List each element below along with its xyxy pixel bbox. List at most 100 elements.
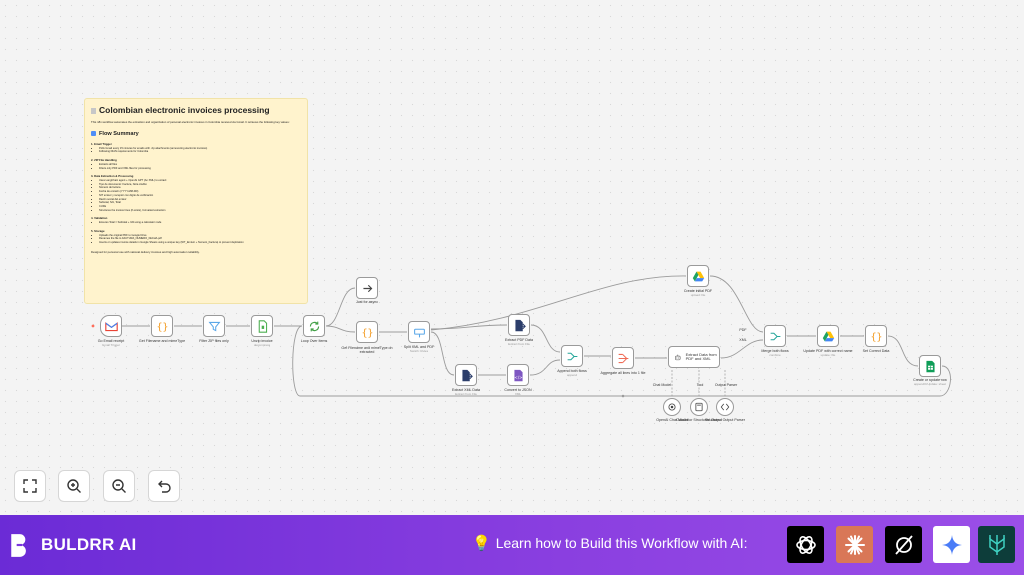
get-filename-extracted-node-label: Get Filename and mimeType on extracted: [341, 346, 393, 355]
note-section-list: Uses LangChain agent + OpenAI GPT (An XM…: [91, 179, 301, 212]
merge-icon: [770, 332, 780, 340]
gmail-trigger-node[interactable]: [100, 315, 122, 337]
note-list-item: Ensures Total = Subtotal + IVA using a c…: [99, 221, 301, 225]
chatgpt-button[interactable]: [787, 526, 824, 563]
aggregate-node-label: Aggregate all lines into 1 file: [600, 371, 646, 375]
set-data-node-label: Set Correct Data: [862, 349, 890, 353]
sheets-node[interactable]: [919, 355, 941, 377]
note-section-list: Ensures Total = Subtotal + IVA using a c…: [91, 221, 301, 225]
google-drive-icon: [692, 271, 704, 281]
edge: [529, 359, 561, 376]
port-label-pdf: PDF: [739, 328, 747, 332]
gemini-button[interactable]: [933, 526, 970, 563]
note-list-item: Fecha de emisión (YYYY-MM-DD): [99, 190, 301, 194]
loop-node[interactable]: [303, 315, 325, 337]
connections-layer: [91, 275, 951, 398]
note-section-list: Uploads the original PDF to Google Drive…: [91, 234, 301, 245]
note-section-heading: 1. Email Trigger: [91, 141, 112, 146]
note-section-heading: 5. Storage: [91, 228, 105, 233]
brand-name: BULDRR AI: [41, 535, 137, 554]
calculator-icon: [695, 402, 703, 412]
brand[interactable]: BULDRR AI: [8, 531, 137, 559]
zoom-in-button[interactable]: [58, 470, 90, 502]
undo-button[interactable]: [148, 470, 180, 502]
split-node[interactable]: [408, 321, 430, 343]
aggregate-node[interactable]: [612, 347, 634, 369]
file-zip-icon: [258, 319, 267, 333]
aggregate-icon: [618, 353, 628, 363]
loop-icon: [309, 321, 319, 331]
calculator-label: Calculator Structured Output: [676, 418, 722, 422]
learn-cta: 💡 Learn how to Build this Workflow with …: [472, 535, 748, 552]
unzip-node[interactable]: [251, 315, 273, 337]
workflow-canvas[interactable]: Colombian electronic invoices processing…: [0, 0, 1024, 515]
edge: [325, 325, 356, 333]
port-label-tool: Tool: [696, 383, 704, 387]
get-filename-extracted-node[interactable]: {}: [356, 321, 378, 343]
note-list-item: Subtotal, IVA, Total: [99, 201, 301, 205]
output-parser-label: Structured Output Parser: [705, 418, 745, 422]
lightbulb-icon: 💡: [472, 535, 491, 552]
buldrr-logo-icon: [11, 534, 26, 557]
filter-zip-node-label: Filter ZIP files only: [199, 339, 229, 343]
get-filename-node[interactable]: {}: [151, 315, 173, 337]
undo-icon: [158, 480, 171, 493]
output-parser-node[interactable]: [716, 398, 734, 416]
document-icon: [91, 107, 96, 114]
zoom-out-button[interactable]: [103, 470, 135, 502]
note-list-item: Número de factura: [99, 186, 301, 190]
note-list-item: Razón social del emisor: [99, 198, 301, 202]
extract-file-icon: [461, 369, 473, 381]
edge: [325, 287, 356, 327]
note-list-item: Filters only PDF and XML files for proce…: [99, 167, 301, 171]
edge: [430, 275, 687, 331]
code-braces-icon: {}: [361, 327, 373, 338]
extract-file-icon: [514, 319, 526, 331]
openai-model-node[interactable]: [663, 398, 681, 416]
create-pdf-node[interactable]: [687, 265, 709, 287]
sticky-note[interactable]: Colombian electronic invoices processing…: [84, 98, 308, 304]
extract-xml-node[interactable]: [455, 364, 477, 386]
update-pdf-node[interactable]: [817, 325, 839, 347]
fit-view-button[interactable]: [14, 470, 46, 502]
svg-text:</>: </>: [514, 374, 522, 379]
gemini-icon: [941, 534, 962, 555]
calculator-node[interactable]: [690, 398, 708, 416]
arrow-right-icon: [362, 284, 372, 292]
loop-node-label: Loop Over Items: [300, 339, 328, 343]
ai-agent-node[interactable]: Extract Data from PDF and XML: [668, 346, 720, 368]
perplexity-button[interactable]: [885, 526, 922, 563]
fullscreen-icon: [23, 479, 37, 493]
note-list-item: Renames the file to FACTURA_NUMERO_FECHA…: [99, 237, 301, 241]
note-section-heading: 3. Data Extraction & Processing: [91, 174, 134, 179]
perplexity-alt-button[interactable]: [978, 526, 1015, 563]
zoom-in-icon: [67, 479, 81, 493]
gmail-icon: [104, 321, 118, 331]
port-label-xml: XML: [739, 338, 747, 342]
wait-node[interactable]: [356, 277, 378, 299]
append-node[interactable]: [561, 345, 583, 367]
edge: [709, 275, 764, 333]
filter-zip-node[interactable]: [203, 315, 225, 337]
note-list-item: Extracts all files: [99, 163, 301, 167]
merge-icon: [567, 352, 577, 360]
merge-node[interactable]: [764, 325, 786, 347]
chatgpt-icon: [795, 535, 816, 554]
convert-json-node[interactable]: </>: [507, 364, 529, 386]
set-data-node[interactable]: {}: [865, 325, 887, 347]
note-list-item: Following DIAN requirements for Colombia: [99, 150, 301, 154]
switch-icon: [413, 328, 425, 337]
wait-node-label: Just for async: [355, 300, 379, 304]
note-list-item: Inserts or updates invoice details in Go…: [99, 241, 301, 245]
zoom-out-icon: [112, 479, 126, 493]
note-sections: 1. Email TriggerPolls Gmail every 15 min…: [91, 141, 301, 245]
claude-button[interactable]: [836, 526, 873, 563]
note-section-heading: 4. Validation: [91, 216, 108, 221]
extract-pdf-node[interactable]: [508, 314, 530, 336]
google-sheets-icon: [925, 360, 935, 372]
